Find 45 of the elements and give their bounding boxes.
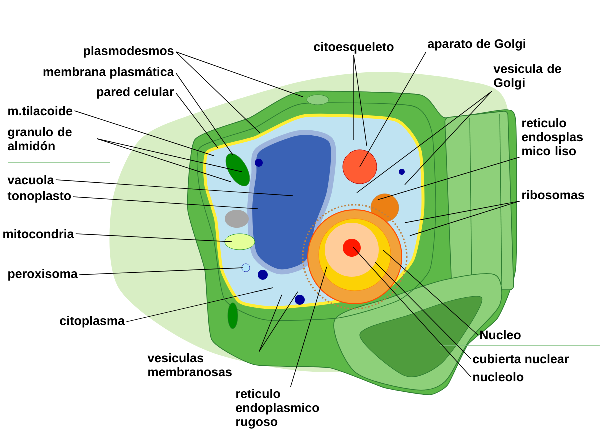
leader-line	[259, 294, 282, 352]
part-label: Nucleo	[480, 330, 521, 340]
part-label: tonoplasto	[8, 191, 72, 203]
leader-line	[72, 196, 258, 210]
part-label: reticulo endoplasmico rugoso	[236, 389, 320, 429]
leader-line	[126, 288, 274, 322]
part-label: plasmodesmos	[84, 46, 174, 58]
leader-line	[354, 55, 368, 146]
part-label: ribosomas	[522, 190, 584, 200]
part-label: membrana plasmática	[44, 67, 174, 79]
leader-line	[56, 180, 294, 196]
leader-line	[404, 200, 520, 224]
leader-line	[176, 52, 304, 98]
part-label: reticulo endosplas mico liso	[522, 118, 584, 156]
part-label: aparato de Golgi	[428, 39, 526, 51]
leader-line	[290, 266, 328, 388]
leader-line	[176, 72, 234, 156]
leader-line	[374, 262, 472, 360]
part-label: cubierta nuclear	[473, 354, 570, 364]
leader-line	[410, 200, 520, 236]
leader-line	[176, 52, 260, 134]
leader-line	[352, 246, 472, 378]
leader-line	[97, 138, 242, 172]
leader-line	[259, 292, 298, 352]
leader-line	[382, 250, 478, 336]
part-label: pared celular	[97, 87, 174, 99]
leader-line	[79, 268, 244, 276]
leader-line	[74, 110, 214, 156]
part-label: citoesqueleto	[314, 42, 394, 54]
part-label: vesicula de Golgi	[494, 64, 562, 90]
part-label: vacuola	[8, 175, 54, 185]
leader-line	[360, 52, 426, 168]
leader-line	[404, 91, 492, 186]
leader-line	[97, 138, 232, 182]
leader-line	[176, 92, 218, 148]
leader-line	[76, 234, 232, 242]
part-label: mitocondria	[4, 229, 74, 239]
part-label: vesiculas membranosas	[148, 353, 232, 377]
part-label: granulo de almidón	[8, 127, 72, 151]
part-label: peroxisoma	[8, 269, 78, 281]
leader-line	[378, 156, 520, 200]
part-label: m.tilacoide	[8, 106, 73, 116]
part-label: citoplasma	[60, 316, 126, 328]
part-label: nucleolo	[474, 372, 524, 382]
leader-line	[356, 91, 492, 194]
